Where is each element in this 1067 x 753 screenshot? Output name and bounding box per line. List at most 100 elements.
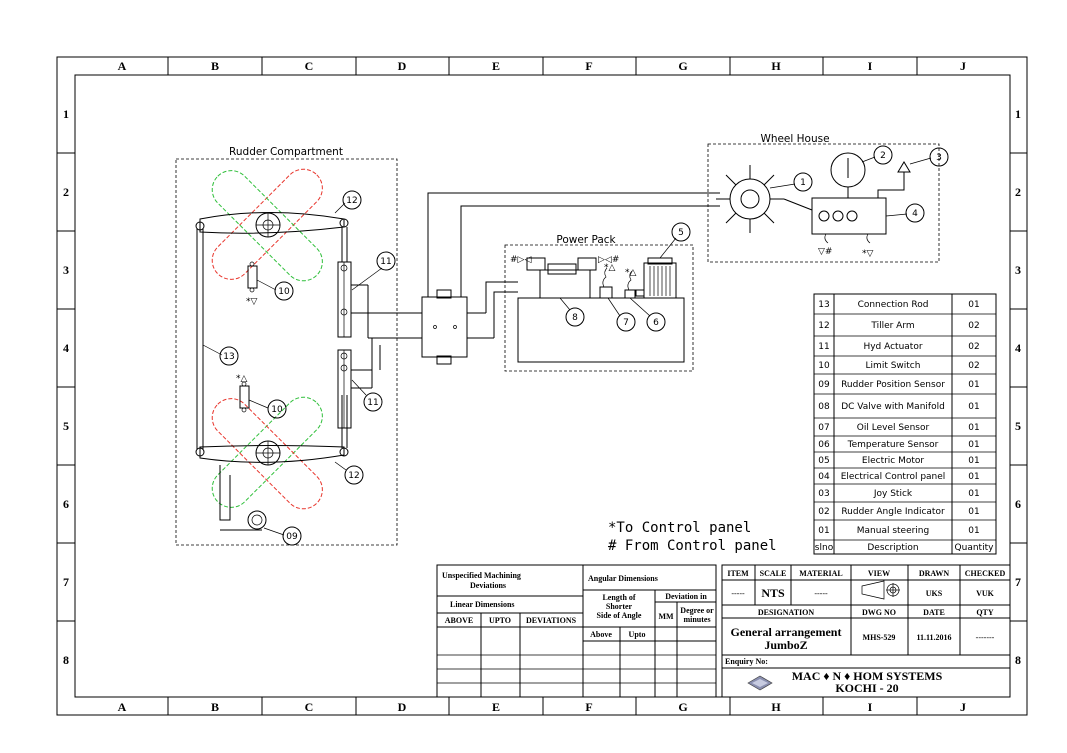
parts-row-quantity: 02 (968, 321, 979, 331)
parts-row-number: 12 (818, 321, 829, 331)
tb-item-header: ITEM (727, 569, 749, 578)
col-label: G (678, 700, 687, 714)
callout-13: 13 (202, 344, 239, 366)
tb-checked-value: VUK (976, 589, 995, 598)
parts-row-number: 10 (818, 361, 830, 371)
title-block: ITEM SCALE MATERIAL VIEW DRAWN CHECKED -… (721, 564, 1011, 698)
col-label: H (771, 59, 781, 73)
wheel-house: Wheel House ▽# (707, 133, 940, 263)
parts-header-description: Description (867, 543, 918, 553)
hyd-actuator-top (337, 261, 368, 338)
svg-text:13: 13 (223, 352, 234, 362)
tol-unspecified: Unspecified Machining (442, 571, 521, 580)
col-label: H (771, 700, 781, 714)
svg-text:09: 09 (286, 532, 298, 542)
svg-text:2: 2 (880, 151, 886, 161)
col-label: A (118, 59, 127, 73)
rudder-compartment-boundary (175, 158, 398, 546)
row-ticks (57, 152, 1027, 622)
tol-length-of: Length of (602, 593, 635, 602)
col-label: D (398, 700, 407, 714)
tolerance-block: Unspecified Machining Deviations Linear … (436, 564, 717, 698)
row-label: 4 (1015, 341, 1021, 355)
parts-row-quantity: 01 (968, 489, 979, 499)
row-label: 3 (1015, 263, 1021, 277)
tb-scale-value: NTS (761, 586, 785, 600)
parts-row-number: 04 (818, 472, 830, 482)
rudder-compartment-title: Rudder Compartment (229, 146, 343, 158)
svg-text:12: 12 (346, 196, 357, 206)
parts-header-slno: slno (815, 543, 834, 553)
parts-row-quantity: 01 (968, 440, 979, 450)
row-label: 1 (1015, 107, 1021, 121)
tb-enquiry: Enquiry No: (725, 657, 768, 666)
rudder-swing-bottom (211, 396, 323, 510)
column-labels-bottom: A B C D E F G H I J (118, 700, 966, 714)
power-pack-boundary (504, 244, 694, 372)
tb-dwgno-value: MHS-529 (863, 633, 896, 642)
parts-row-quantity: 01 (968, 402, 979, 412)
projection-symbol-icon (861, 580, 900, 600)
tol-above2: Above (590, 630, 612, 639)
callout-2: 2 (861, 145, 893, 165)
row-label: 5 (1015, 419, 1021, 433)
tol-side-of-angle: Side of Angle (597, 611, 642, 620)
callout-5: 5 (659, 222, 691, 259)
tol-upto: UPTO (489, 616, 511, 625)
svg-text:7: 7 (623, 318, 629, 328)
row-label: 6 (63, 497, 69, 511)
tb-drawn-value: UKS (926, 589, 943, 598)
note-to-control-panel: *To Control panel (608, 520, 751, 536)
tb-location: KOCHI - 20 (835, 681, 898, 695)
parts-row-number: 07 (818, 423, 829, 433)
row-labels-right: 1 2 3 4 5 6 7 8 (1015, 107, 1021, 667)
tiller-arm-top (195, 212, 349, 238)
parts-row-description: Tiller Arm (870, 321, 914, 331)
column-ticks (167, 57, 918, 715)
limit-switch-top: *▽ (246, 261, 258, 307)
col-label: E (492, 59, 500, 73)
svg-text:*△: *△ (625, 268, 637, 278)
parts-row-number: 03 (818, 489, 829, 499)
svg-text:*△: *△ (236, 374, 248, 384)
col-label: I (868, 700, 873, 714)
parts-row-description: Joy Stick (873, 489, 913, 499)
parts-row-description: Temperature Sensor (847, 440, 939, 450)
tb-designation-line1: General arrangement (731, 625, 842, 639)
callout-3: 3 (909, 147, 949, 167)
rudder-compartment: Rudder Compartment (175, 146, 422, 546)
svg-text:*▽: *▽ (862, 249, 874, 259)
callout-12-bottom: 12 (334, 461, 364, 485)
svg-text:11: 11 (380, 257, 391, 267)
callout-09: 09 (263, 526, 302, 546)
limit-switch-bottom: *△ (236, 374, 250, 413)
parts-row-quantity: 01 (968, 526, 979, 536)
tb-item-value: ----- (731, 589, 745, 598)
svg-text:▷◁#: ▷◁# (598, 255, 619, 265)
callout-10-bottom: 10 (248, 399, 287, 419)
tol-angular: Angular Dimensions (588, 574, 658, 583)
parts-row-number: 02 (818, 507, 829, 517)
svg-text:10: 10 (271, 405, 283, 415)
tol-mm: MM (658, 612, 674, 621)
rudder-position-sensor (219, 465, 267, 531)
tiller-arm-bottom (195, 440, 349, 466)
col-label: G (678, 59, 687, 73)
svg-text:4: 4 (912, 209, 918, 219)
parts-row-number: 01 (818, 526, 829, 536)
parts-row-quantity: 01 (968, 423, 979, 433)
parts-row-number: 06 (818, 440, 830, 450)
row-label: 3 (63, 263, 69, 277)
parts-row-description: Hyd Actuator (863, 342, 922, 352)
parts-row-description: Electric Motor (862, 456, 925, 466)
callout-6: 6 (629, 297, 666, 332)
row-label: 5 (63, 419, 69, 433)
parts-row-number: 08 (818, 402, 830, 412)
control-wiring (427, 192, 720, 297)
parts-row-description: Manual steering (857, 526, 929, 536)
parts-row-number: 11 (818, 342, 829, 352)
callout-11-bottom: 11 (351, 379, 383, 412)
power-pack-title: Power Pack (556, 234, 616, 246)
tb-dwgno-header: DWG NO (862, 608, 896, 617)
